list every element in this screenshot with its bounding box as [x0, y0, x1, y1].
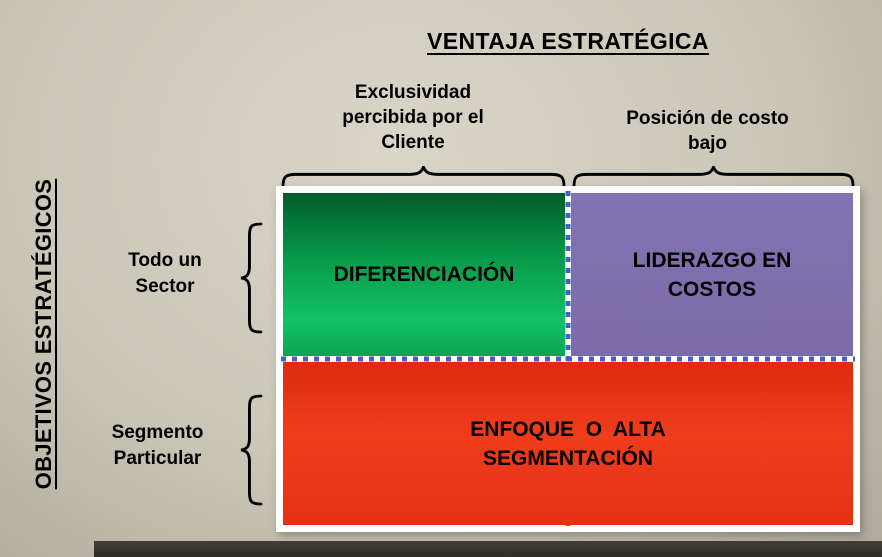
quadrant-label-line: COSTOS [667, 277, 757, 301]
column-header-exclusividad: Exclusividad percibida por el Cliente [283, 80, 543, 155]
curly-brace-row-bottom [238, 394, 263, 506]
y-axis-label: OBJETIVOS ESTRATÉGICOS [31, 178, 56, 490]
quadrant-label-line: SEGMENTACIÓN [483, 446, 653, 470]
quadrant-label-line: LIDERAZGO EN [632, 248, 792, 272]
diagram-title: VENTAJA ESTRATÉGICA [427, 28, 709, 54]
matrix-grid: DIFERENCIACIÓN LIDERAZGO EN COSTOS ENFOQ… [281, 191, 855, 527]
row-header-todo-un-sector: Todo un Sector [95, 248, 235, 300]
quadrant-diferenciacion: DIFERENCIACIÓN [283, 193, 565, 356]
column-header-posicion-costo: Posición de costo bajo [575, 106, 840, 156]
dotted-divider-horizontal [281, 356, 855, 362]
column-header-line: percibida por el [342, 107, 484, 128]
row-header-line: Sector [135, 276, 195, 297]
column-header-line: Cliente [381, 132, 445, 153]
row-header-line: Segmento [111, 422, 204, 443]
curly-brace-column-left [280, 166, 567, 187]
quadrant-liderazgo-en-costos: LIDERAZGO EN COSTOS [571, 193, 853, 356]
footer-bar [94, 541, 882, 557]
quadrant-label-line: ENFOQUE O ALTA [470, 417, 666, 441]
quadrant-enfoque-segmentacion: ENFOQUE O ALTA SEGMENTACIÓN [283, 362, 853, 525]
row-header-line: Todo un [128, 250, 202, 271]
curly-brace-row-top [238, 222, 263, 334]
row-header-segmento-particular: Segmento Particular [85, 420, 230, 472]
column-header-line: bajo [687, 133, 728, 154]
column-header-line: Exclusividad [354, 82, 472, 103]
curly-brace-column-right [571, 166, 856, 187]
matrix-frame: DIFERENCIACIÓN LIDERAZGO EN COSTOS ENFOQ… [276, 186, 860, 532]
quadrant-label: DIFERENCIACIÓN [333, 263, 515, 286]
column-header-line: Posición de costo [626, 108, 789, 129]
row-header-line: Particular [113, 448, 202, 469]
